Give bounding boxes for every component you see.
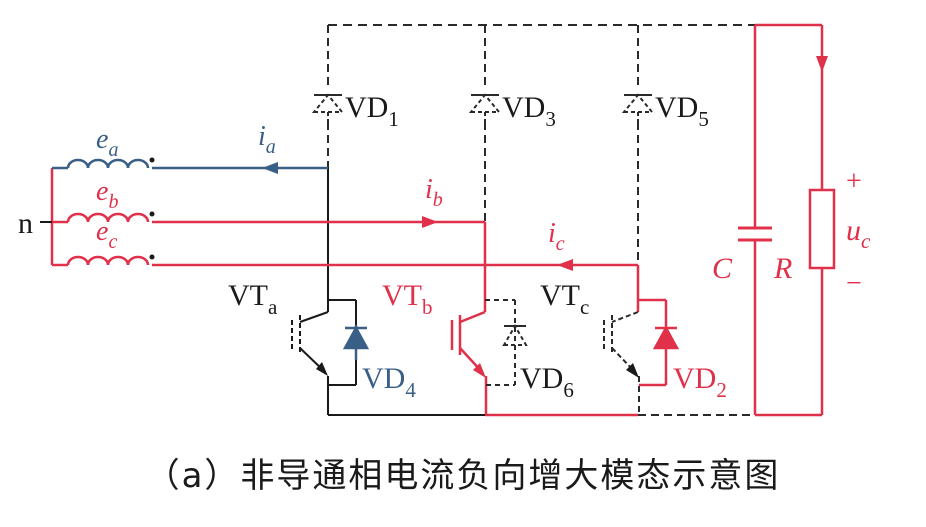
switch-vtb — [450, 300, 487, 373]
label-vtb: VTb — [382, 279, 433, 319]
label-vd1: VD1 — [345, 91, 399, 131]
label-plus: + — [846, 166, 862, 197]
vtb-emitter-arrow — [473, 363, 486, 378]
vtc-emitter-arrow — [626, 363, 639, 378]
res-current-arrow — [816, 56, 828, 72]
ib-arrow — [422, 216, 438, 228]
label-ea: ea — [96, 124, 118, 161]
label-vtc: VTc — [540, 279, 589, 319]
inductor-c — [66, 255, 150, 266]
label-ic: ic — [548, 218, 565, 255]
diode-vd6 — [502, 324, 528, 346]
label-ec: ec — [96, 216, 117, 253]
label-vta: VTa — [228, 279, 278, 319]
dot-b — [149, 211, 155, 217]
label-resistor: R — [773, 252, 792, 285]
dot-a — [149, 157, 155, 163]
ic-arrow — [557, 259, 573, 271]
label-minus: − — [846, 268, 862, 299]
inductor-a — [66, 158, 150, 169]
switch-vtc — [603, 300, 640, 373]
label-capacitor: C — [712, 252, 733, 285]
vtb-bypass — [485, 299, 516, 386]
label-vd5: VD5 — [655, 91, 709, 131]
diode-vd1 — [311, 93, 345, 122]
label-n: n — [18, 207, 33, 240]
resistor-body — [808, 188, 836, 270]
label-uc: uc — [846, 214, 871, 253]
label-vd3: VD3 — [502, 91, 556, 131]
dot-c — [149, 254, 155, 260]
diode-vd3 — [468, 93, 502, 122]
figure-caption: （a）非导通相电流负向增大模态示意图 — [145, 456, 781, 496]
inductor-b — [66, 212, 150, 223]
label-vd2: VD2 — [673, 362, 727, 402]
label-ib: ib — [425, 174, 443, 211]
vta-emitter-arrow — [316, 362, 328, 376]
diode-vd4 — [342, 325, 370, 360]
diode-vd2 — [652, 325, 680, 350]
label-vd6: VD6 — [520, 362, 574, 402]
diode-vd5 — [621, 93, 655, 122]
label-eb: eb — [96, 176, 118, 213]
label-ia: ia — [258, 121, 276, 158]
ia-arrow — [262, 162, 278, 174]
label-vd4: VD4 — [362, 362, 416, 402]
